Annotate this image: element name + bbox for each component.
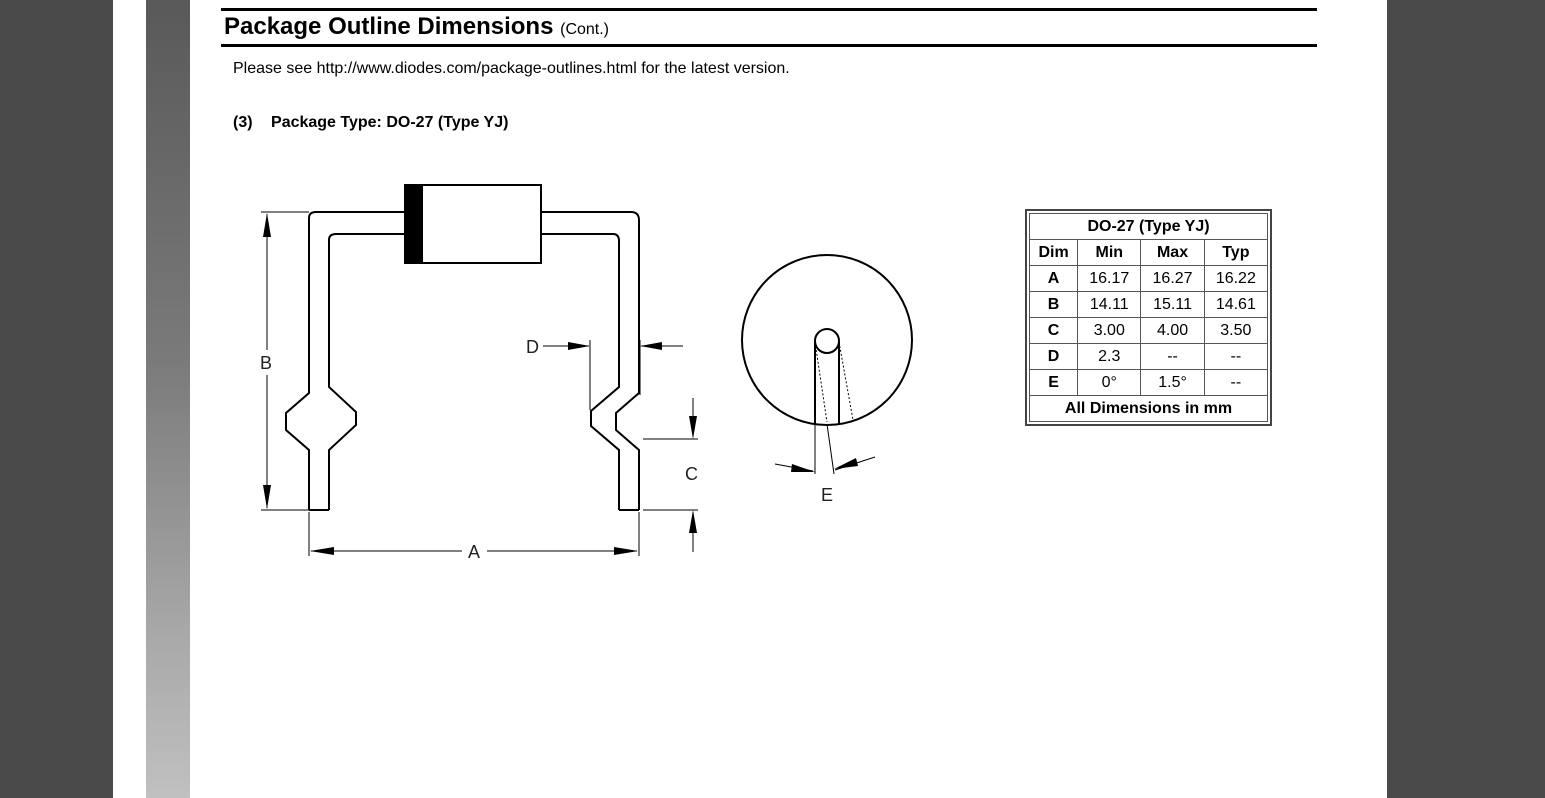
table-row: A 16.17 16.27 16.22	[1028, 265, 1269, 292]
table-row: C 3.00 4.00 3.50	[1028, 317, 1269, 344]
dimension-e-arrow-left	[791, 464, 815, 472]
table-cell: C	[1028, 317, 1079, 344]
dimension-b-arrow-top	[263, 213, 271, 237]
dimension-e-lines	[774, 423, 876, 475]
table-cell: 4.00	[1140, 317, 1205, 344]
table-cell: 14.11	[1077, 291, 1142, 318]
new-product-sidebar: NEW PRODUCT	[146, 0, 214, 798]
dimension-a-arrow-left	[310, 547, 334, 555]
table-cell: 16.17	[1077, 265, 1142, 292]
cathode-band	[405, 185, 423, 263]
column-header: Max	[1140, 239, 1205, 266]
page-title: Package Outline Dimensions (Cont.)	[224, 13, 609, 41]
package-outline-drawing: B A C D	[260, 184, 913, 562]
column-header: Dim	[1028, 239, 1079, 266]
dimension-table: DO-27 (Type YJ) Dim Min Max Typ A 16.17 …	[1025, 209, 1272, 426]
table-cell: 3.00	[1077, 317, 1142, 344]
dimension-a-lines	[308, 512, 640, 556]
table-footer-row: All Dimensions in mm	[1029, 395, 1268, 422]
end-view-tilt-lines	[814, 341, 854, 423]
dimension-e-arrow-right	[834, 458, 858, 469]
datasheet-page: NEW PRODUCT Package Outline Dimensions (…	[113, 0, 1387, 798]
table-cell: 0°	[1077, 369, 1142, 396]
table-row: E 0° 1.5° --	[1028, 369, 1269, 396]
table-cell: 2.3	[1077, 343, 1142, 370]
table-row: D 2.3 -- --	[1028, 343, 1269, 370]
table-cell: A	[1028, 265, 1079, 292]
table-cell: 16.27	[1140, 265, 1205, 292]
diode-body	[404, 184, 542, 264]
table-cell: 16.22	[1203, 265, 1269, 292]
package-type-text: Package Type: DO-27 (Type YJ)	[271, 114, 509, 131]
dimension-c-arrow-bottom	[689, 510, 697, 533]
column-header: Min	[1077, 239, 1142, 266]
diode-lead-frame	[285, 211, 640, 511]
dimension-d-lines	[543, 340, 683, 410]
table-cell: 3.50	[1203, 317, 1269, 344]
dimension-d-arrow-right	[640, 342, 662, 350]
table-header-row: Dim Min Max Typ	[1028, 239, 1269, 266]
dimension-c-label: C	[685, 464, 698, 484]
table-cell: --	[1203, 369, 1269, 396]
table-title: DO-27 (Type YJ)	[1029, 213, 1268, 240]
dimension-b-label: B	[260, 353, 272, 373]
table-cell: --	[1203, 343, 1269, 370]
title-text: Package Outline Dimensions	[224, 13, 554, 40]
table-cell: B	[1028, 291, 1079, 318]
dimension-d-arrow-left	[568, 342, 590, 350]
title-cont: (Cont.)	[560, 21, 610, 38]
dimension-e-label: E	[821, 485, 833, 505]
top-rule	[221, 8, 1317, 11]
package-type-heading: (3) Package Type: DO-27 (Type YJ)	[233, 114, 508, 132]
dimension-a-arrow-right	[614, 547, 638, 555]
table-cell: --	[1140, 343, 1205, 370]
table-cell: 14.61	[1203, 291, 1269, 318]
dimension-a-label: A	[468, 542, 480, 562]
package-number: (3)	[233, 114, 253, 131]
package-outline-note: Please see http://www.diodes.com/package…	[233, 60, 790, 77]
table-cell: D	[1028, 343, 1079, 370]
end-view-lead	[814, 328, 840, 424]
title-underline	[221, 44, 1317, 47]
table-cell: 15.11	[1140, 291, 1205, 318]
column-header: Typ	[1203, 239, 1269, 266]
table-cell: E	[1028, 369, 1079, 396]
table-cell: 1.5°	[1140, 369, 1205, 396]
dimension-b-arrow-bottom	[263, 485, 271, 509]
dimension-d-label: D	[526, 337, 539, 357]
table-row: B 14.11 15.11 14.61	[1028, 291, 1269, 318]
dimension-c-arrow-top	[689, 416, 697, 439]
table-footer: All Dimensions in mm	[1029, 395, 1268, 422]
